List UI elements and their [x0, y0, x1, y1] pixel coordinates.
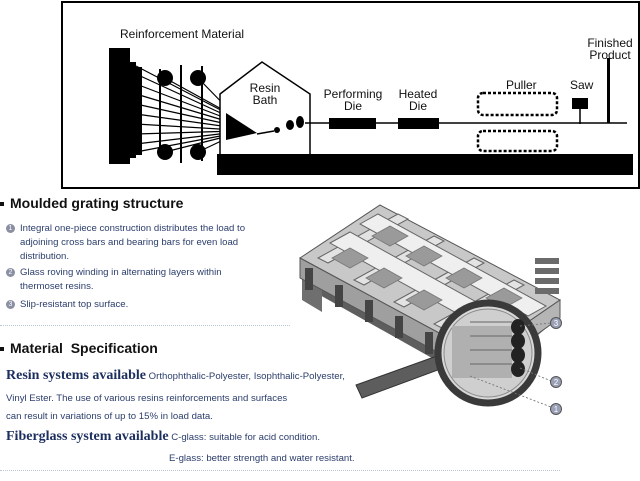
performing-die-label: Performing Die [318, 88, 388, 112]
spec-heading: Material Specification [0, 340, 158, 356]
resin-line-1: Resin systems available Orthophthalic-Po… [6, 369, 345, 383]
moulded-heading: Moulded grating structure [0, 195, 183, 211]
wet-roller [274, 127, 280, 133]
guide-rail-1 [159, 69, 161, 157]
resin-bath-fibre-wedge [226, 113, 257, 140]
wet-roller [286, 120, 294, 130]
bullet-3-line1: Slip-resistant top surface. [20, 299, 129, 310]
resin-systems-types: Orthophthalic-Polyester, Isophthalic-Pol… [146, 371, 345, 382]
callout-2-label: 2 [553, 378, 559, 387]
resin-line-2: Vinyl Ester. The use of various resins r… [6, 393, 288, 404]
callout-3-label: 3 [553, 319, 559, 328]
performing-die-label-line1: Performing [323, 87, 383, 101]
grating-illustration [299, 204, 562, 415]
creel-post-2 [135, 67, 142, 155]
bullet-1: 1 Integral one-piece construction distrib… [6, 222, 245, 264]
bullet-2-line1: Glass roving winding in alternating laye… [20, 267, 222, 278]
bullet-2-number: 2 [6, 268, 15, 277]
fiber-line-1: Fiberglass system available C-glass: sui… [6, 430, 320, 444]
wet-strand [256, 130, 275, 135]
callout-1-label: 1 [553, 405, 559, 414]
divider [0, 325, 290, 326]
fiberglass-title: Fiberglass system available [6, 429, 169, 444]
creel-post-1 [130, 62, 136, 158]
moulded-heading-text: Moulded grating structure [10, 195, 184, 211]
fiber-line-2: E-glass: better strength and water resis… [169, 453, 355, 464]
machine-base [217, 154, 633, 175]
heated-die-label: Heated Die [393, 88, 443, 112]
finished-product-label: Finished Product [582, 37, 638, 61]
bullet-1-line2: adjoining cross bars and bearing bars fo… [20, 237, 239, 248]
performing-die-label-line2: Die [343, 99, 362, 113]
bullet-1-line1: Integral one-piece construction distribu… [20, 223, 246, 234]
finished-product-post [607, 58, 610, 123]
callout-2-bubble [550, 376, 562, 388]
fibre-ends [452, 319, 525, 378]
bullet-3-number: 3 [6, 300, 15, 309]
heated-die-label-line2: Die [408, 99, 427, 113]
bullet-1-number: 1 [6, 224, 15, 233]
bullet-2-line2: thermoset resins. [20, 281, 94, 292]
resin-bath-label-line2: Bath [252, 93, 278, 107]
puller-belt-lower [476, 129, 559, 153]
finished-product-label-line1: Finished [587, 36, 633, 50]
resin-bath-label-line1: Resin [249, 81, 281, 95]
bullet-1-line3: distribution. [20, 251, 70, 262]
heated-die-label-line1: Heated [398, 87, 438, 101]
callout-3-bubble [550, 317, 562, 329]
callout-1-bubble [550, 403, 562, 415]
creel-rack [109, 48, 130, 164]
bullet-3: 3 Slip-resistant top surface. [6, 298, 128, 312]
resin-line-3: can result in variations of up to 15% in… [6, 411, 213, 422]
divider [0, 470, 560, 471]
reinforcement-material-label: Reinforcement Material [120, 27, 245, 41]
wet-roller [296, 116, 304, 128]
puller-label: Puller [506, 78, 537, 92]
resin-systems-title: Resin systems available [6, 368, 146, 383]
finished-product-label-line2: Product [589, 48, 631, 62]
performing-die [329, 118, 376, 129]
resin-bath-label: Resin Bath [245, 82, 285, 106]
puller-belt-upper [476, 91, 559, 117]
fiberglass-cglass: C-glass: suitable for acid condition. [168, 432, 320, 443]
heated-die [398, 118, 439, 129]
bullet-2: 2 Glass roving winding in alternating lay… [6, 266, 222, 294]
saw [572, 98, 588, 109]
spec-heading-text: Material Specification [10, 340, 158, 356]
saw-label: Saw [570, 78, 594, 92]
